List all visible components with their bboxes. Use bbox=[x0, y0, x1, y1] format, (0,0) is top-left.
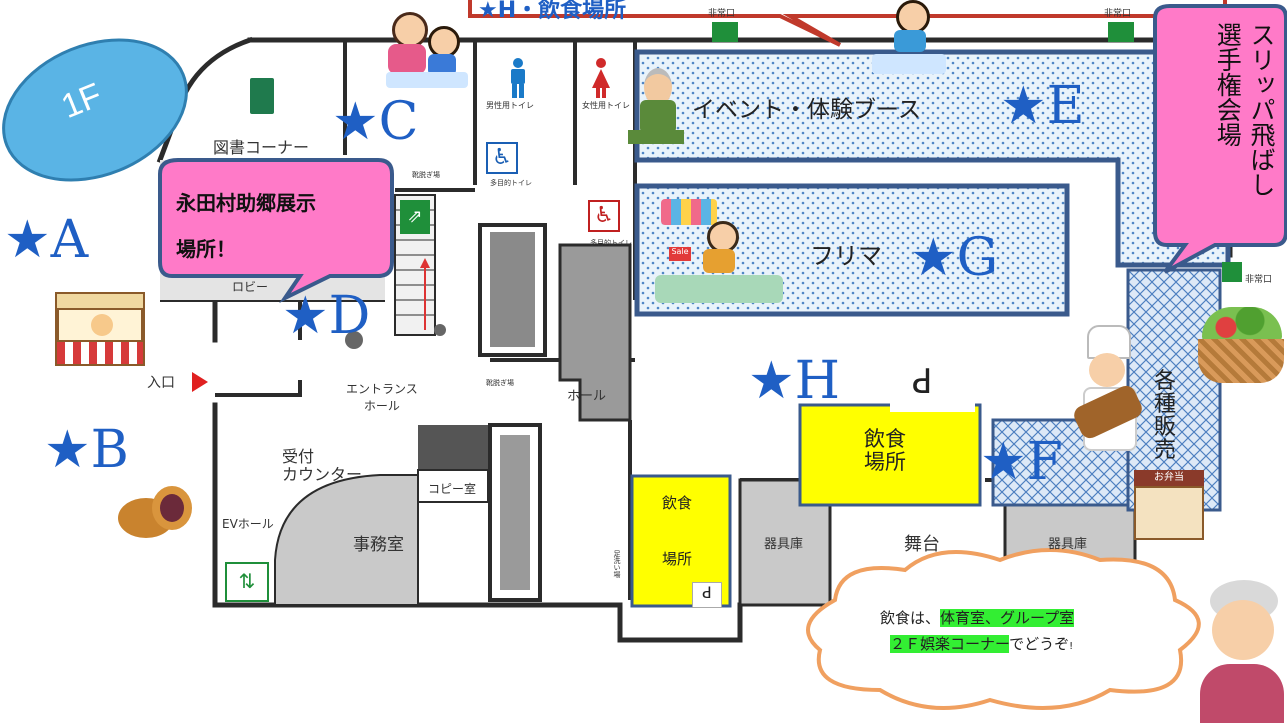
cloud-note-highlight-1: 体育室、グループ室 bbox=[940, 609, 1075, 627]
food-area-center-label: 飲食 場所 bbox=[864, 427, 906, 475]
emergency-exit-2-label: 非常口 bbox=[1104, 9, 1132, 19]
star-marker-e: ★E bbox=[1000, 76, 1085, 136]
event-booth-label: イベント・体験ブース bbox=[692, 97, 921, 123]
multi-toilet-1-label: 多目的トイレ bbox=[490, 179, 532, 187]
food-area-left-label-1: 飲食 bbox=[662, 494, 693, 512]
mother-child-icon bbox=[384, 6, 470, 92]
star-marker-d: ★D bbox=[282, 286, 371, 346]
elevator-icon: ⇅ bbox=[225, 562, 269, 602]
womens-toilet-label: 女性用トイレ bbox=[582, 101, 630, 110]
male-toilet-icon bbox=[511, 58, 525, 98]
cloud-note-prefix: 飲食は、 bbox=[880, 609, 941, 627]
star-marker-c: ★C bbox=[332, 92, 419, 152]
slipper-callout-text: スリッパ飛ばし 選手権会場 bbox=[1213, 22, 1276, 197]
vegetable-basket-icon bbox=[1198, 305, 1287, 385]
star-marker-h: ★H bbox=[748, 351, 840, 411]
emergency-exit-1-label: 非常口 bbox=[708, 9, 736, 19]
stage-label: 舞台 bbox=[904, 534, 940, 555]
food-area-left-label-2: 場所 bbox=[662, 550, 693, 568]
shoe-area-1-label: 靴脱ぎ場 bbox=[412, 171, 440, 179]
cloud-note-highlight-2: ２Ｆ娯楽コーナー bbox=[890, 635, 1010, 654]
reception-label: 受付 カウンター bbox=[282, 447, 363, 484]
star-marker-b: ★B bbox=[44, 420, 129, 480]
cloud-note: 飲食は、体育室、グループ室 ２Ｆ娯楽コーナーでどうぞ! bbox=[880, 605, 1180, 658]
storage-1-label: 器具庫 bbox=[764, 537, 804, 552]
child-icon bbox=[868, 0, 948, 80]
fork-spoon-icon: ꓒ bbox=[912, 362, 933, 402]
copy-room-label: コピー室 bbox=[428, 482, 477, 496]
emergency-exit-3-label: 非常口 bbox=[1245, 275, 1273, 285]
chef-bread-icon bbox=[1070, 325, 1155, 455]
entrance-label: 入口 bbox=[147, 375, 175, 391]
exhibit-callout-text: 永田村助郷展示 場所！ bbox=[176, 191, 316, 261]
book-icon bbox=[250, 78, 274, 114]
stairs-icon: ⇗ bbox=[400, 200, 430, 234]
star-marker-f: ★F bbox=[980, 432, 1063, 492]
emergency-exit-icon bbox=[1222, 262, 1242, 282]
various-sales-label: 各 種 販 売 bbox=[1154, 369, 1177, 464]
cloud-note-suffix: でどうぞ bbox=[1009, 635, 1070, 654]
top-banner-label: ★H・飲食場所 bbox=[478, 0, 627, 23]
wheelchair-icon: ♿ bbox=[486, 142, 518, 174]
entrance-hall-label: エントランス ホール bbox=[346, 382, 418, 413]
lobby-label: ロビー bbox=[232, 280, 269, 294]
star-marker-a: ★A bbox=[4, 210, 89, 270]
wash-area-label: 足洗い場 bbox=[613, 550, 621, 578]
flea-market-label: フリマ bbox=[810, 242, 882, 270]
fork-spoon-icon: ꓒ bbox=[692, 582, 722, 608]
grandma-icon bbox=[1196, 580, 1287, 723]
library-corner-label: 図書コーナー bbox=[213, 138, 310, 157]
bento-shop-icon: お弁当 bbox=[1134, 470, 1204, 540]
yatai-stall-icon bbox=[55, 292, 145, 370]
elderly-man-icon bbox=[628, 68, 692, 158]
emergency-exit-icon bbox=[1108, 22, 1134, 42]
cloud-note-end-mark: ! bbox=[1069, 641, 1074, 653]
female-toilet-icon bbox=[592, 58, 610, 98]
flea-market-seller-icon: Sale bbox=[655, 195, 783, 307]
office-label: 事務室 bbox=[353, 535, 404, 555]
star-marker-g: ★G bbox=[910, 228, 999, 288]
multi-toilet-2-label: 多目的トイレ bbox=[590, 239, 632, 247]
ev-hall-label: EVホール bbox=[222, 517, 274, 531]
manju-sweet-icon bbox=[118, 486, 194, 542]
shoe-area-2-label: 靴脱ぎ場 bbox=[486, 379, 514, 387]
mens-toilet-label: 男性用トイレ bbox=[486, 101, 534, 110]
emergency-exit-icon bbox=[712, 22, 738, 42]
storage-2-label: 器具庫 bbox=[1048, 537, 1088, 552]
wheelchair-icon: ♿ bbox=[588, 200, 620, 232]
hall-label: ホール bbox=[567, 389, 607, 404]
